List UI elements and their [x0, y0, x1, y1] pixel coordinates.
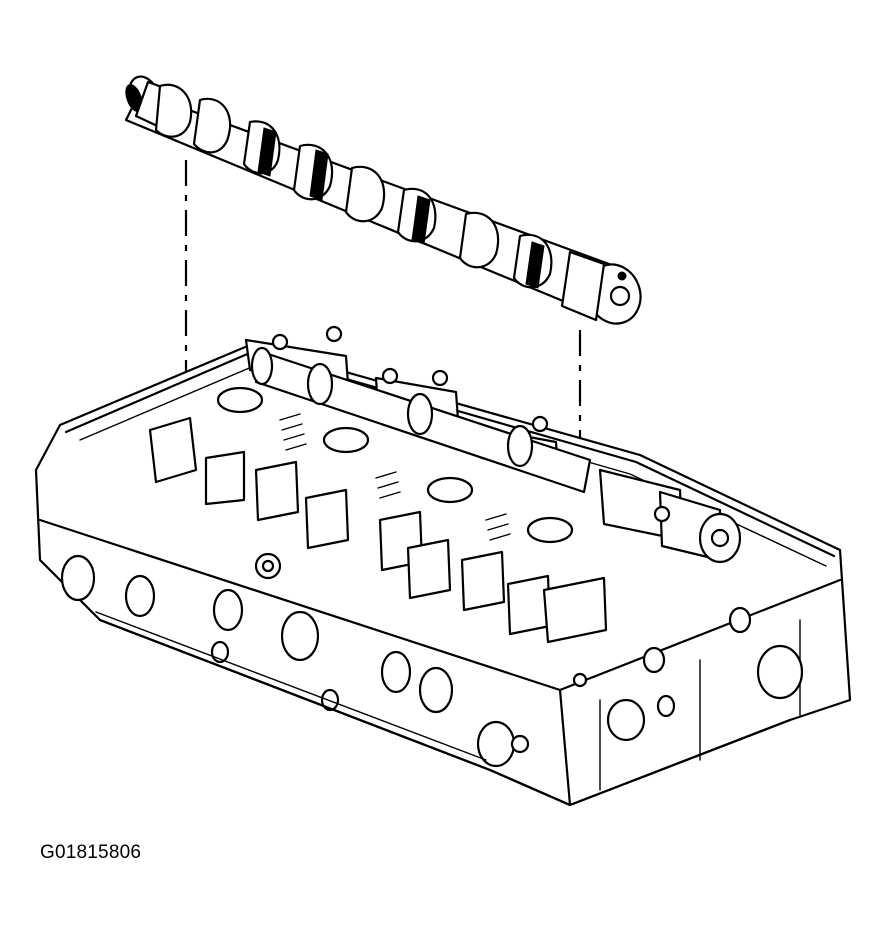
front-bolt-bosses — [254, 552, 588, 754]
camshaft — [124, 75, 642, 325]
end-face-holes — [606, 606, 804, 742]
figure-id-label: G01815806 — [40, 842, 142, 863]
installed-camshaft — [250, 346, 742, 564]
valve-train — [148, 413, 608, 644]
camshaft-lobes — [154, 83, 553, 289]
spark-plug-wells — [216, 386, 574, 544]
cylinder-head — [34, 325, 852, 807]
camshaft-rear-end — [560, 250, 642, 325]
